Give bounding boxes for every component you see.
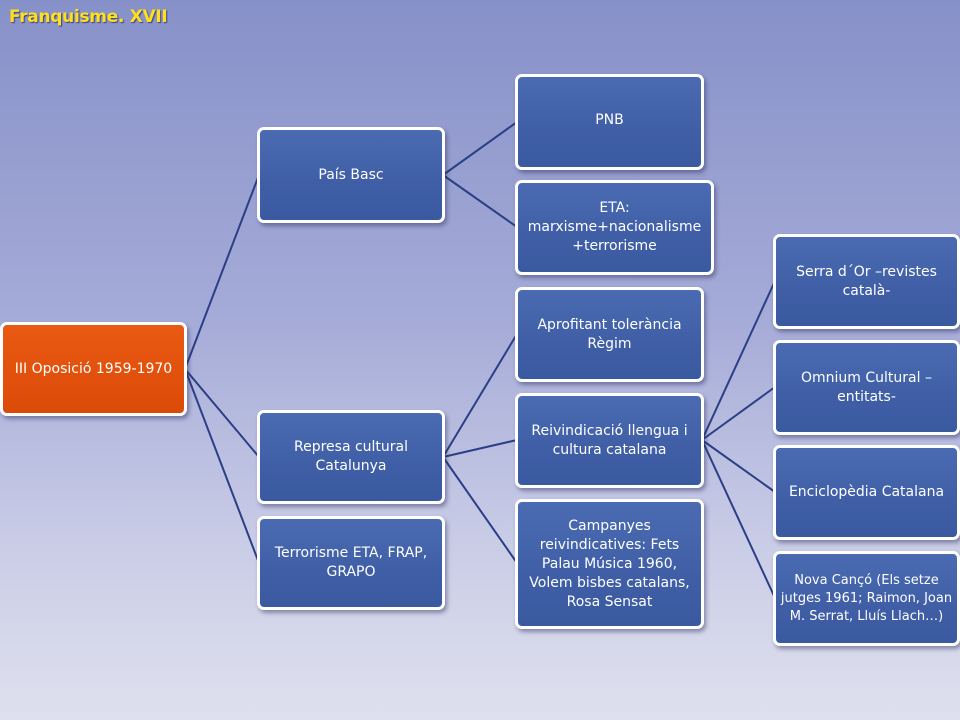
node-pais-basc: País Basc — [257, 127, 445, 223]
slide-title: Franquisme. XVII — [9, 7, 168, 27]
node-enciclopedia: Enciclopèdia Catalana — [773, 445, 960, 540]
connector-reivindicacio-omnium — [701, 386, 776, 441]
node-represa-cultural: Represa cultural Catalunya — [257, 410, 445, 504]
connector-represa-aprofitant — [442, 333, 518, 458]
node-eta: ETA: marxisme+nacionalisme +terrorisme — [515, 180, 714, 275]
connector-paisbasc-pnb — [442, 121, 518, 176]
node-omnium: Omnium Cultural –entitats- — [773, 340, 960, 435]
node-aprofitant: Aprofitant tolerància Règim — [515, 287, 704, 382]
connector-represa-campanyes — [442, 456, 518, 564]
node-campanyes: Campanyes reivindicatives: Fets Palau Mú… — [515, 499, 704, 629]
connector-represa-reivindicacio — [442, 439, 518, 458]
node-terrorisme: Terrorisme ETA, FRAP, GRAPO — [257, 516, 445, 610]
connector-paisbasc-eta — [442, 174, 518, 228]
connector-reivindicacio-novacanco — [701, 439, 776, 599]
node-serra-dor: Serra d´Or –revistes català- — [773, 234, 960, 329]
connector-root-represa — [184, 368, 260, 458]
connector-root-terrorisme — [184, 368, 260, 564]
connector-root-paisbasc — [184, 174, 260, 370]
connector-reivindicacio-enciclopedia — [701, 439, 776, 493]
connector-reivindicacio-serra — [701, 280, 776, 441]
node-reivindicacio: Reivindicació llengua i cultura catalana — [515, 393, 704, 488]
node-pnb: PNB — [515, 74, 704, 170]
node-nova-canco: Nova Cançó (Els setze jutges 1961; Raimo… — [773, 551, 960, 646]
node-root: III Oposició 1959-1970 — [0, 322, 187, 416]
